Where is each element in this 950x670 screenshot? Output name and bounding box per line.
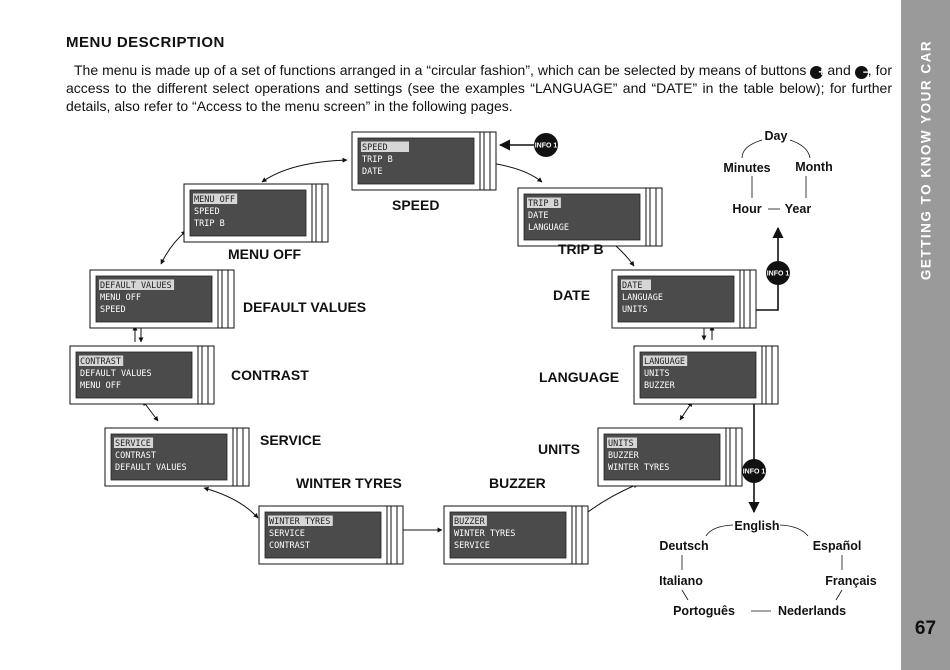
screen-highlight xyxy=(607,437,637,448)
screen-highlight xyxy=(621,279,651,290)
label-language: LANGUAGE xyxy=(539,369,619,385)
screen-menu-item: WINTER TYRES xyxy=(608,463,669,473)
screen-selected-item: CONTRAST xyxy=(80,357,121,367)
screen-menu-item: TRIP B xyxy=(362,155,393,165)
screen-highlight xyxy=(453,515,487,526)
label-date: DATE xyxy=(553,287,590,303)
screen-selected-item: LANGUAGE xyxy=(644,357,685,367)
screen-selected-item: UNITS xyxy=(608,439,634,449)
screen-menu-item: LANGUAGE xyxy=(622,293,663,303)
screen-selected-item: WINTER TYRES xyxy=(269,517,330,527)
screen-language: LANGUAGE UNITS BUZZER xyxy=(633,345,779,405)
screen-selected-item: TRIP B xyxy=(528,199,559,209)
lang-option-italiano: Italiano xyxy=(659,574,703,588)
screen-highlight xyxy=(268,515,333,526)
label-trip-b: TRIP B xyxy=(558,241,604,257)
screen-service: SERVICE CONTRAST DEFAULT VALUES xyxy=(104,427,250,487)
info-badge-date: INFO 1 xyxy=(766,261,790,285)
screen-menu-off: MENU OFF SPEED TRIP B xyxy=(183,183,329,243)
screen-menu-item: DEFAULT VALUES xyxy=(115,463,187,473)
date-options: Day Month Year Hour Minutes xyxy=(723,129,832,216)
screen-highlight xyxy=(527,197,561,208)
plus-button-icon: + xyxy=(810,66,825,79)
screen-menu-item: BUZZER xyxy=(608,451,640,461)
screen-winter-tyres: WINTER TYRES SERVICE CONTRAST xyxy=(258,505,404,565)
page-heading: MENU DESCRIPTION xyxy=(66,34,225,51)
screen-menu-item: UNITS xyxy=(622,305,648,315)
menu-screens: SPEED TRIP B DATE TRIP B DATE LANGUAGE DATE LAN… xyxy=(69,131,779,565)
screen-menu-item: SERVICE xyxy=(269,529,305,539)
screen-highlight xyxy=(99,279,175,290)
page-number: 67 xyxy=(914,618,937,639)
date-option-year: Year xyxy=(785,202,812,216)
screen-selected-item: MENU OFF xyxy=(194,195,235,205)
info-badge-language: INFO 1 xyxy=(742,459,766,483)
screen-date: DATE LANGUAGE UNITS xyxy=(611,269,757,329)
label-contrast: CONTRAST xyxy=(231,367,309,383)
screen-default-values: DEFAULT VALUES MENU OFF SPEED xyxy=(89,269,235,329)
screen-highlight xyxy=(79,355,124,366)
screen-trip-b: TRIP B DATE LANGUAGE xyxy=(517,187,663,247)
info-badge-speed: INFO 1 xyxy=(534,133,558,157)
screen-menu-item: CONTRAST xyxy=(115,451,156,461)
screen-highlight xyxy=(114,437,154,448)
screen-buzzer: BUZZER WINTER TYRES SERVICE xyxy=(443,505,589,565)
date-option-minutes: Minutes xyxy=(723,161,770,175)
screen-selected-item: SERVICE xyxy=(115,439,151,449)
lang-option-nederlands: Nederlands xyxy=(778,604,846,618)
lang-option-francais: Français xyxy=(825,574,876,588)
screen-labels: SPEED TRIP B DATE LANGUAGE UNITS BUZZER … xyxy=(228,197,619,491)
screen-selected-item: BUZZER xyxy=(454,517,486,527)
date-option-day: Day xyxy=(765,129,788,143)
screen-menu-item: MENU OFF xyxy=(100,293,141,303)
screen-units: UNITS BUZZER WINTER TYRES xyxy=(597,427,743,487)
screen-selected-item: DEFAULT VALUES xyxy=(100,281,172,291)
date-option-month: Month xyxy=(795,160,832,174)
label-units: UNITS xyxy=(538,441,580,457)
screen-menu-item: SPEED xyxy=(194,207,220,217)
lang-option-english: English xyxy=(734,519,779,533)
screen-speed: SPEED TRIP B DATE xyxy=(351,131,497,191)
label-buzzer: BUZZER xyxy=(489,475,546,491)
screen-menu-item: BUZZER xyxy=(644,381,676,391)
svg-text:INFO 1: INFO 1 xyxy=(743,469,766,476)
label-speed: SPEED xyxy=(392,197,439,213)
language-options: English Español Français Nederlands Port… xyxy=(659,519,877,618)
intro-paragraph: The menu is made up of a set of function… xyxy=(66,61,892,115)
intro-text-2: , for access to the different select ope… xyxy=(66,62,892,114)
side-bar xyxy=(901,0,950,670)
screen-highlight xyxy=(361,141,409,152)
screen-menu-item: WINTER TYRES xyxy=(454,529,515,539)
screen-menu-item: CONTRAST xyxy=(269,541,310,551)
intro-text-1: The menu is made up of a set of function… xyxy=(74,62,811,78)
screen-selected-item: SPEED xyxy=(362,143,388,153)
screen-menu-item: DATE xyxy=(528,211,548,221)
screen-menu-item: UNITS xyxy=(644,369,670,379)
label-default-values: DEFAULT VALUES xyxy=(243,299,366,315)
screen-menu-item: MENU OFF xyxy=(80,381,121,391)
svg-text:INFO 1: INFO 1 xyxy=(767,271,790,278)
info-arrows xyxy=(498,139,784,514)
screen-menu-item: LANGUAGE xyxy=(528,223,569,233)
label-service: SERVICE xyxy=(260,432,321,448)
screen-contrast: CONTRAST DEFAULT VALUES MENU OFF xyxy=(69,345,215,405)
lang-option-portogues: Portoguês xyxy=(673,604,735,618)
minus-button-icon: − xyxy=(854,66,870,79)
lang-option-deutsch: Deutsch xyxy=(659,539,708,553)
screen-menu-item: DATE xyxy=(362,167,382,177)
screen-selected-item: DATE xyxy=(622,281,642,291)
lang-option-espanol: Español xyxy=(813,539,862,553)
intro-text-and: and xyxy=(823,62,855,78)
screen-menu-item: SPEED xyxy=(100,305,126,315)
date-option-hour: Hour xyxy=(732,202,761,216)
screen-menu-item: DEFAULT VALUES xyxy=(80,369,152,379)
svg-text:INFO 1: INFO 1 xyxy=(535,143,558,150)
label-menu-off: MENU OFF xyxy=(228,246,302,262)
screen-highlight xyxy=(193,193,238,204)
screen-menu-item: SERVICE xyxy=(454,541,490,551)
screen-highlight xyxy=(643,355,688,366)
screen-menu-item: TRIP B xyxy=(194,219,225,229)
label-winter-tyres: WINTER TYRES xyxy=(296,475,402,491)
